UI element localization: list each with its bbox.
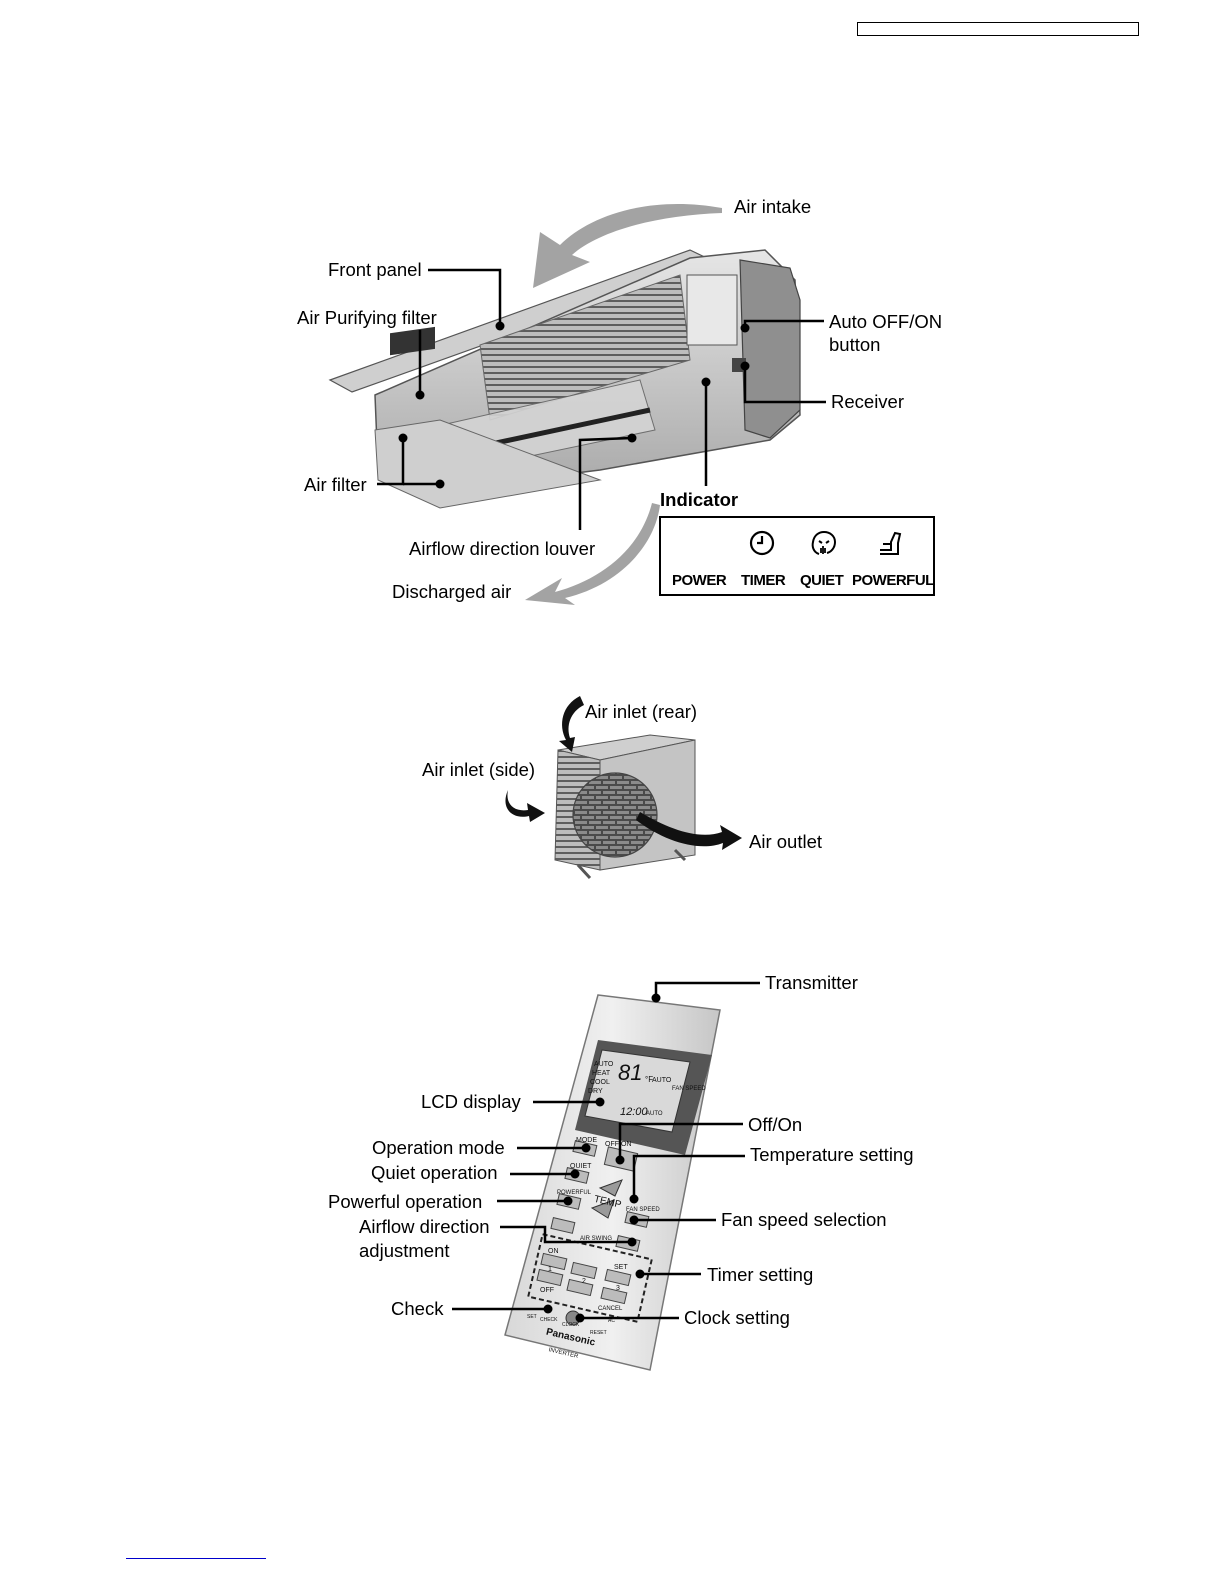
air-swing-label: AIR SWING — [580, 1236, 612, 1242]
label-indicator: Indicator — [660, 489, 739, 510]
indicator-panel: POWER TIMER QUIET POWERFUL — [659, 516, 935, 596]
ac-label: AC — [608, 1318, 615, 1324]
label-off-on: Off/On — [748, 1114, 803, 1135]
check-small-label: CHECK — [540, 1317, 558, 1323]
label-check: Check — [391, 1298, 444, 1319]
reset-label: RESET — [590, 1330, 607, 1336]
air-filter — [374, 419, 602, 509]
label-airflow-direction-louver: Airflow direction louver — [409, 538, 596, 559]
label-airflow-direction-line1: Airflow direction — [359, 1216, 490, 1237]
lcd-mode-heat: HEAT — [592, 1070, 611, 1077]
indicator-power-label: POWER — [672, 572, 727, 589]
quiet-button-label: QUIET — [570, 1163, 592, 1170]
timer-icon — [749, 530, 775, 556]
air-inlet-side-arrow — [505, 790, 545, 822]
indicator-timer-label: TIMER — [741, 572, 786, 589]
fan-speed-button-label: FAN SPEED — [626, 1207, 660, 1213]
label-air-outlet: Air outlet — [749, 831, 823, 852]
label-operation-mode: Operation mode — [372, 1137, 505, 1158]
lcd-clock: 12:00 — [620, 1106, 648, 1118]
label-air-intake: Air intake — [734, 196, 812, 217]
label-discharged-air: Discharged air — [392, 581, 512, 602]
label-air-inlet-side: Air inlet (side) — [422, 759, 536, 780]
label-airflow-direction-line2: adjustment — [359, 1240, 450, 1261]
label-timer-setting: Timer setting — [707, 1264, 814, 1285]
label-lcd-display: LCD display — [421, 1091, 521, 1112]
timer-1-label: 1 — [548, 1266, 552, 1273]
lcd-mode-dry: DRY — [588, 1088, 603, 1095]
label-powerful-operation: Powerful operation — [328, 1191, 483, 1212]
label-air-filter: Air filter — [304, 474, 367, 495]
label-auto-off-on-button-line1: Auto OFF/ON — [829, 311, 943, 332]
header-box — [857, 22, 1139, 36]
temp-down-button — [590, 1199, 615, 1219]
lcd-mode-auto: AUTO — [594, 1061, 614, 1068]
timer-on-label: ON — [548, 1248, 559, 1255]
label-fan-speed-selection: Fan speed selection — [721, 1209, 887, 1230]
lcd-fan-speed: FAN SPEED — [672, 1086, 706, 1092]
powerful-icon — [880, 531, 902, 555]
temp-up-button — [598, 1179, 623, 1197]
timer-3-label: 3 — [616, 1285, 620, 1292]
offon-button-label: OFF/ON — [605, 1141, 631, 1148]
air-outlet-arrow — [636, 812, 742, 850]
label-clock-setting: Clock setting — [684, 1307, 790, 1328]
footer-link-line — [126, 1558, 266, 1559]
quiet-icon — [811, 530, 837, 555]
lcd-unit: °F — [645, 1075, 653, 1084]
label-quiet-operation: Quiet operation — [371, 1162, 498, 1183]
indicator-quiet-label: QUIET — [800, 572, 844, 589]
label-auto-off-on-button-line2: button — [829, 334, 881, 355]
powerful-button-label: POWERFUL — [557, 1190, 592, 1196]
fan-grille — [572, 772, 658, 858]
lcd-clock-auto: AUTO — [646, 1111, 663, 1117]
mode-button-label: MODE — [576, 1137, 597, 1144]
lcd-mode-cool: COOL — [590, 1079, 610, 1086]
timer-2-label: 2 — [582, 1278, 586, 1285]
label-air-purifying-filter: Air Purifying filter — [297, 307, 437, 328]
label-front-panel: Front panel — [328, 259, 422, 280]
timer-cancel-label: CANCEL — [598, 1306, 623, 1312]
label-air-inlet-rear: Air inlet (rear) — [585, 701, 698, 722]
air-intake-arrow — [533, 203, 722, 288]
clock-small-label: CLOCK — [562, 1322, 580, 1328]
indicator-powerful-label: POWERFUL — [852, 572, 934, 589]
air-inlet-rear-arrow — [559, 696, 584, 752]
lcd-temp: 81 — [618, 1060, 642, 1085]
timer-set-label: SET — [614, 1264, 628, 1271]
lcd-auto: AUTO — [652, 1077, 672, 1084]
label-transmitter: Transmitter — [765, 972, 858, 993]
label-temperature-setting: Temperature setting — [750, 1144, 914, 1165]
timer-off-label: OFF — [540, 1287, 554, 1294]
discharged-air-arrow — [525, 503, 660, 605]
set-small-label: SET — [527, 1314, 537, 1320]
lcd-screen — [584, 1049, 691, 1133]
label-receiver: Receiver — [831, 391, 904, 412]
